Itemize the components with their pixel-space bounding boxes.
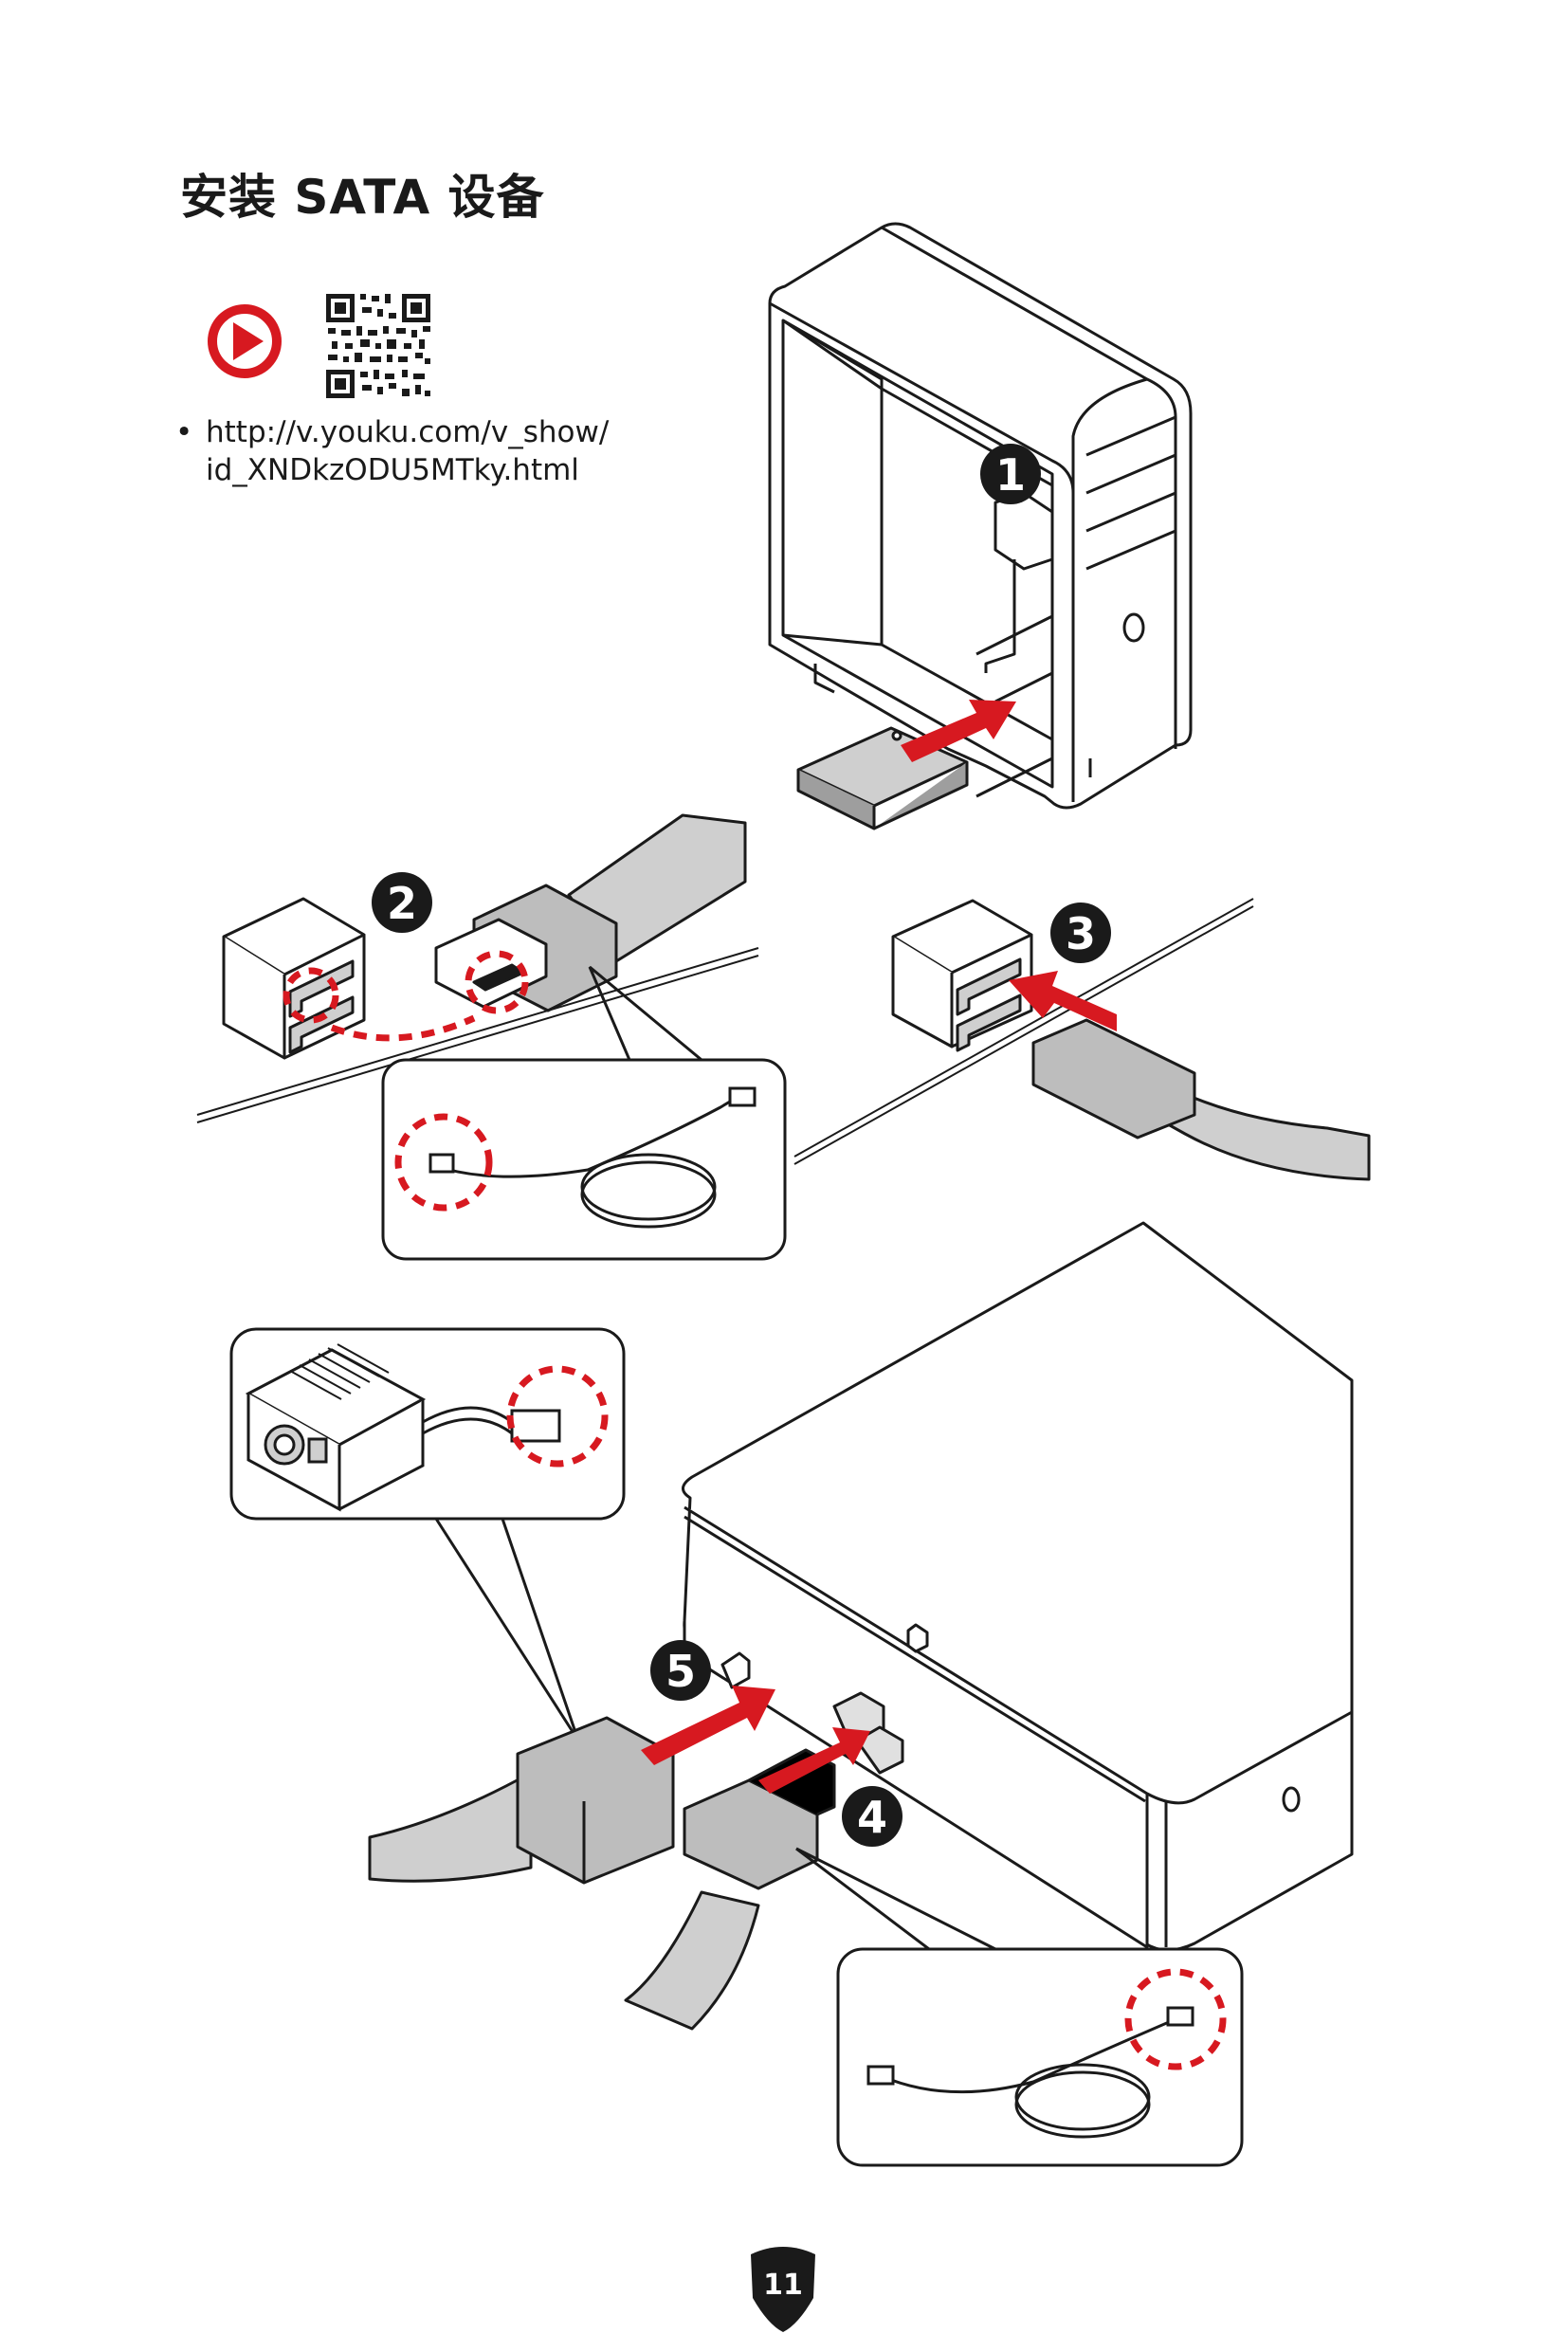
page-number-badge: 11 <box>751 2247 815 2332</box>
step-5-badge: 5 <box>650 1640 711 1701</box>
step-4-badge: 4 <box>842 1786 903 1847</box>
step-5-number: 5 <box>665 1646 696 1697</box>
sata-port-block-right <box>893 901 1031 1050</box>
psu-callout <box>231 1329 624 1741</box>
step-2-badge: 2 <box>372 872 432 933</box>
step-2-number: 2 <box>387 878 417 929</box>
sata-cable-left <box>436 815 745 1011</box>
play-button-icon[interactable] <box>212 309 277 374</box>
sata-cable-callout-1 <box>383 967 785 1259</box>
step-3-badge: 3 <box>1050 903 1111 963</box>
step-1-badge: 1 <box>980 444 1041 504</box>
step-1-number: 1 <box>995 449 1026 501</box>
page-number: 11 <box>763 2269 803 2302</box>
step-3-number: 3 <box>1066 908 1096 959</box>
step-4-number: 4 <box>857 1792 887 1843</box>
sata-cable-right <box>1033 1020 1369 1179</box>
qr-code-icon <box>324 292 432 400</box>
power-cable <box>370 1718 673 1883</box>
insert-arrow-step5 <box>641 1686 775 1765</box>
